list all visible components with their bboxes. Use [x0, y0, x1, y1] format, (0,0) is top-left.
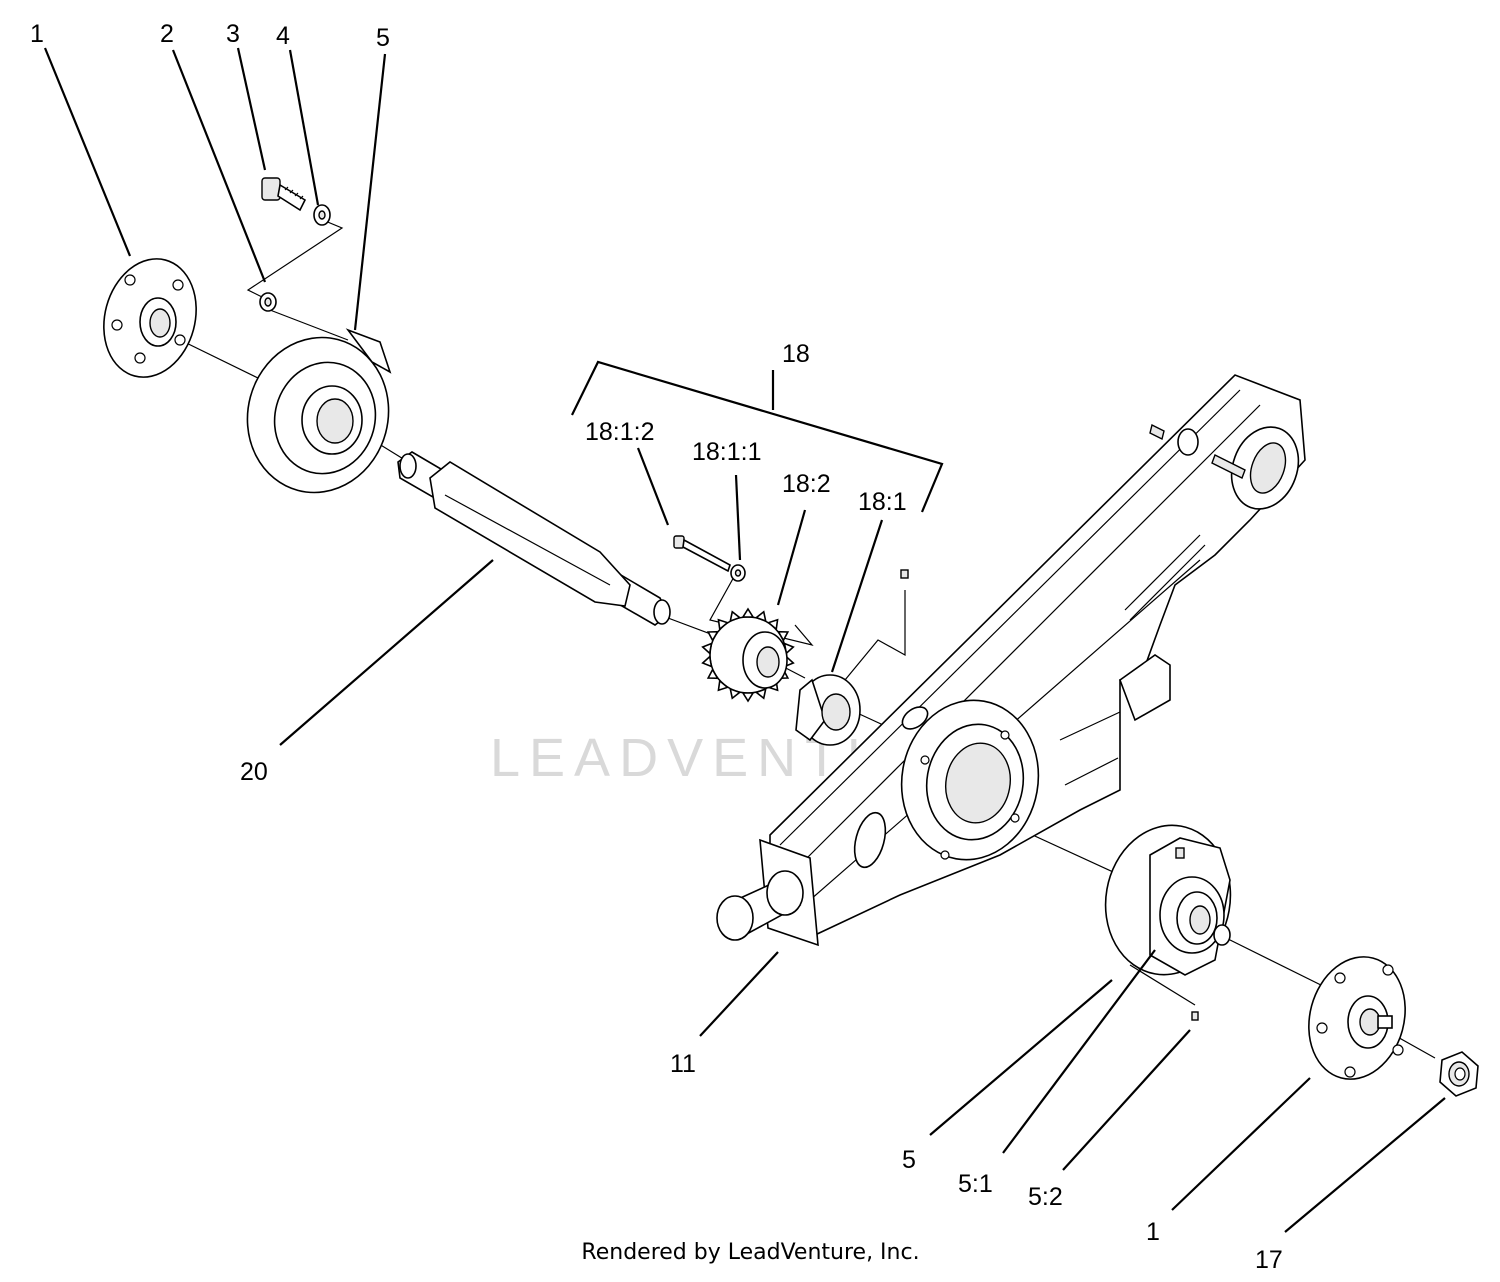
callout-5-1: 5:1 [958, 1170, 993, 1198]
bolt-icon [261, 177, 307, 212]
sprocket-icon [673, 535, 909, 703]
axle-shaft-icon [397, 451, 671, 626]
leader-lines [43, 47, 1446, 1233]
footer-text: Rendered by LeadVenture, Inc. [581, 1240, 920, 1265]
callout-5-right: 5 [902, 1146, 916, 1174]
callout-18: 18 [782, 340, 810, 368]
bearing-housing-icon [1104, 824, 1232, 1021]
callout-4: 4 [276, 22, 290, 50]
callout-18-1-2: 18:1:2 [585, 418, 655, 446]
callout-bracket-18 [571, 360, 944, 513]
callout-5: 5 [376, 24, 390, 52]
footer-credit: Rendered by LeadVenture, Inc. [0, 1240, 1500, 1265]
callout-1: 1 [30, 20, 44, 48]
callout-3: 3 [226, 20, 240, 48]
callout-18-1: 18:1 [858, 488, 907, 516]
bushing-icon [795, 674, 861, 746]
frame-arm-icon [716, 374, 1306, 947]
bearing-housing-icon [246, 328, 392, 494]
callout-18-1-1: 18:1:1 [692, 438, 762, 466]
callout-11: 11 [670, 1050, 696, 1078]
lock-nut-icon [1439, 1051, 1479, 1097]
callout-labels: 1 2 3 4 5 18 18:1:2 18:1:1 18:2 18:1 20 … [30, 20, 1283, 1274]
callout-18-2: 18:2 [782, 470, 831, 498]
callout-2: 2 [160, 20, 174, 48]
flange-plate-icon [1308, 956, 1406, 1080]
callout-5-2: 5:2 [1028, 1183, 1063, 1211]
callout-20: 20 [240, 758, 268, 786]
callout-1-right: 1 [1146, 1218, 1160, 1246]
callout-17: 17 [1255, 1246, 1283, 1274]
flange-plate-icon [103, 258, 197, 378]
washer-icon [259, 204, 331, 312]
